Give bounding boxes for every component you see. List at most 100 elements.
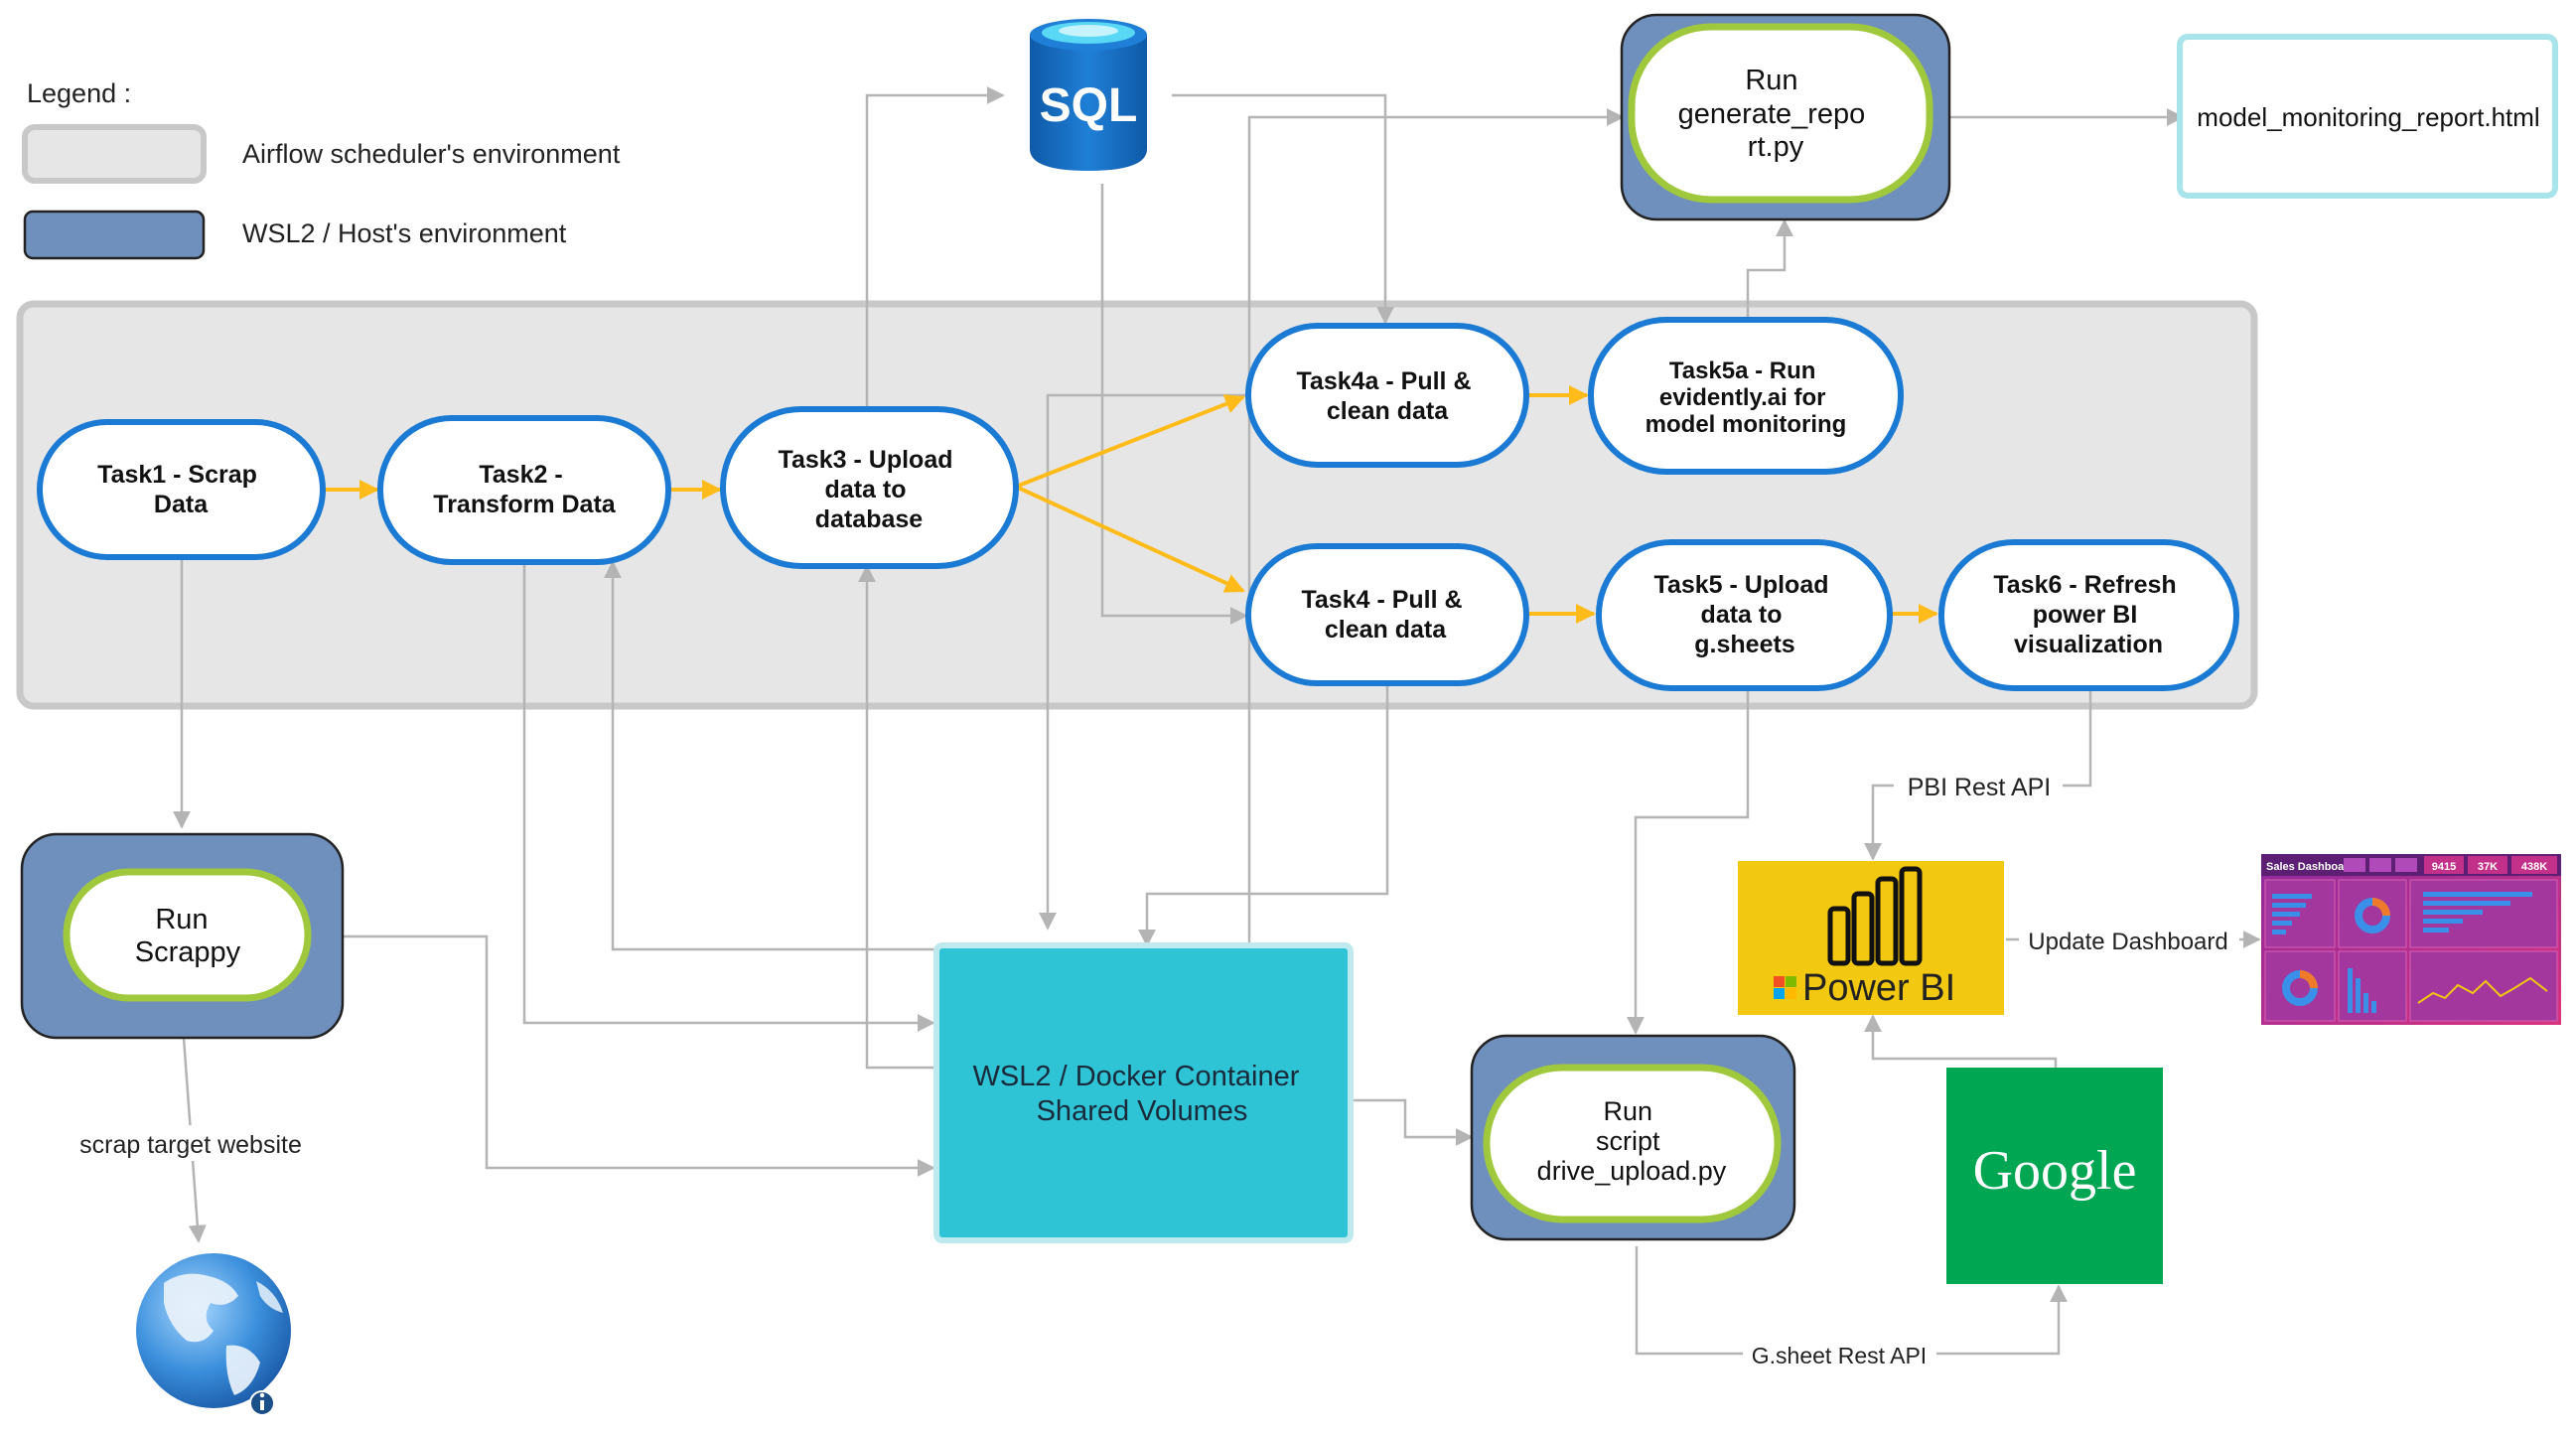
edge-task5-drive-upload xyxy=(1627,688,1750,1035)
task5-label: Task5 - Upload data to g.sheets xyxy=(1654,571,1836,658)
task4a-node[interactable] xyxy=(1245,323,1529,468)
shared-volume-node[interactable]: WSL2 / Docker Container Shared Volumes xyxy=(933,942,1354,1243)
edge-sql-task4 xyxy=(1100,184,1248,625)
legend-swatch-airflow xyxy=(22,124,207,184)
edge-task2-volume xyxy=(522,562,935,1032)
task5a-line-3: model monitoring xyxy=(1646,411,1847,438)
dashboard-kpi-1: 9415 xyxy=(2432,861,2456,873)
task6-line-3: visualization xyxy=(2014,631,2163,658)
run-scrappy-line-1: Run xyxy=(155,904,208,935)
task-labels: Task1 - Scrap Data Task2 - Transform Dat… xyxy=(97,358,2183,658)
task4a-line-1: Task4a - Pull & xyxy=(1297,367,1472,395)
flow-task3-task4 xyxy=(1015,485,1245,593)
dashboard-kpi-2: 37K xyxy=(2478,861,2498,873)
task2-line-2: Transform Data xyxy=(433,491,616,518)
run-generate-report-label: Run generate_repo rt.py xyxy=(1678,65,1874,163)
task4-line-1: Task4 - Pull & xyxy=(1301,586,1462,614)
task5a-node[interactable] xyxy=(1588,317,1904,475)
edge-labels: PBI Rest API Update Dashboard scrap targ… xyxy=(60,767,2239,1370)
run-generate-report-node[interactable]: Run generate_repo rt.py xyxy=(1620,13,1951,221)
task-nodes xyxy=(37,317,2239,691)
task3-line-1: Task3 - Upload xyxy=(779,446,953,474)
label-scrap-target: scrap target website xyxy=(79,1131,302,1159)
shared-volume-label: WSL2 / Docker Container Shared Volumes xyxy=(973,1061,1308,1127)
powerbi-node[interactable]: Power BI xyxy=(1738,861,2004,1015)
microsoft-logo-icon xyxy=(1774,976,1796,999)
globe-icon xyxy=(136,1253,291,1416)
task5a-line-2: evidently.ai for xyxy=(1659,384,1826,411)
label-pbi-rest-api: PBI Rest API xyxy=(1908,774,2052,801)
flow-task3-task4a xyxy=(1015,394,1245,489)
task1-line-1: Task1 - Scrap xyxy=(97,461,257,489)
run-scrappy-label: Run Scrappy xyxy=(135,904,241,968)
task6-node[interactable] xyxy=(1938,539,2239,691)
dashboard-kpi-3: 438K xyxy=(2521,861,2547,873)
task3-line-2: data to xyxy=(825,476,907,503)
report-output-node[interactable]: model_monitoring_report.html xyxy=(2177,34,2558,199)
run-generate-report-inner xyxy=(1628,23,1933,204)
run-generate-report-line-1: Run xyxy=(1745,65,1797,96)
task6-line-1: Task6 - Refresh xyxy=(1993,571,2176,599)
task5a-label: Task5a - Run evidently.ai for model moni… xyxy=(1646,358,1847,438)
task1-label: Task1 - Scrap Data xyxy=(97,461,264,518)
sql-database-icon: SQL xyxy=(1030,19,1147,171)
edge-google-powerbi xyxy=(1864,1014,2058,1068)
dashboard-title: Sales Dashboard xyxy=(2266,861,2355,873)
task3-node[interactable] xyxy=(720,406,1019,569)
task6-line-2: power BI xyxy=(2033,601,2138,629)
legend-label-host: WSL2 / Host's environment xyxy=(242,218,567,248)
dashboard-line-chart xyxy=(2417,976,2548,1004)
powerbi-label: Power BI xyxy=(1802,967,1955,1009)
run-drive-upload-line-1: Run xyxy=(1603,1096,1652,1126)
edge-volume-task2 xyxy=(604,560,935,951)
dashboard-bars xyxy=(2272,892,2532,1013)
run-drive-upload-node[interactable]: Run script drive_upload.py xyxy=(1470,1034,1796,1241)
run-generate-report-line-2: generate_repo xyxy=(1678,98,1866,130)
edge-task4-volume xyxy=(1138,686,1389,947)
edge-volume-generate-report xyxy=(1247,108,1625,945)
task2-label: Task2 - Transform Data xyxy=(433,461,616,518)
edge-volume-drive-upload xyxy=(1354,1098,1474,1146)
task1-node[interactable] xyxy=(37,419,326,560)
run-generate-report-line-3: rt.py xyxy=(1748,131,1804,163)
run-drive-upload-line-2: script xyxy=(1596,1126,1660,1156)
google-label: Google xyxy=(1973,1140,2137,1202)
task5a-line-1: Task5a - Run xyxy=(1669,358,1816,384)
task4-label: Task4 - Pull & clean data xyxy=(1301,586,1469,644)
run-scrappy-line-2: Scrappy xyxy=(135,936,241,968)
report-output-box xyxy=(2177,34,2558,199)
task4-node[interactable] xyxy=(1245,543,1529,686)
task5-node[interactable] xyxy=(1596,539,1893,691)
run-scrappy-node[interactable]: Run Scrappy xyxy=(20,832,345,1040)
legend: Legend : Airflow scheduler's environment… xyxy=(22,78,621,260)
task2-node[interactable] xyxy=(377,415,671,565)
edge-task3-sql xyxy=(865,86,1005,409)
edge-sql-task4a xyxy=(1172,93,1394,325)
edge-task5a-generate-report xyxy=(1746,218,1793,323)
run-drive-upload-line-3: drive_upload.py xyxy=(1537,1156,1727,1186)
edge-scrappy-volume xyxy=(343,934,935,1177)
sales-dashboard-thumbnail[interactable]: Sales Dashboard 9415 37K 438K xyxy=(2261,854,2561,1025)
task1-line-2: Data xyxy=(154,491,209,518)
dashboard-donuts xyxy=(2282,898,2390,1006)
run-drive-upload-label: Run script drive_upload.py xyxy=(1537,1096,1727,1186)
sql-label: SQL xyxy=(1040,79,1138,132)
google-node[interactable]: Google xyxy=(1946,1068,2163,1284)
run-drive-upload-inner xyxy=(1483,1064,1782,1223)
task4a-label: Task4a - Pull & clean data xyxy=(1297,367,1479,425)
task4a-line-2: clean data xyxy=(1327,397,1449,425)
task6-label: Task6 - Refresh power BI visualization xyxy=(1993,571,2183,658)
powerbi-bars-icon xyxy=(1827,866,1923,966)
airflow-environment-panel xyxy=(16,300,2258,710)
task5-line-3: g.sheets xyxy=(1694,631,1794,658)
shared-volume-box xyxy=(933,942,1354,1243)
task2-line-1: Task2 - xyxy=(479,461,562,489)
google-logo-box xyxy=(1946,1068,2163,1284)
report-output-label: model_monitoring_report.html xyxy=(2197,102,2539,132)
edge-task4a-volume xyxy=(1039,393,1246,931)
legend-swatch-host xyxy=(23,210,206,260)
task3-line-3: database xyxy=(815,505,923,533)
label-gsheet-rest-api: G.sheet Rest API xyxy=(1752,1343,1927,1368)
shared-volume-line-1: WSL2 / Docker Container xyxy=(973,1061,1300,1092)
